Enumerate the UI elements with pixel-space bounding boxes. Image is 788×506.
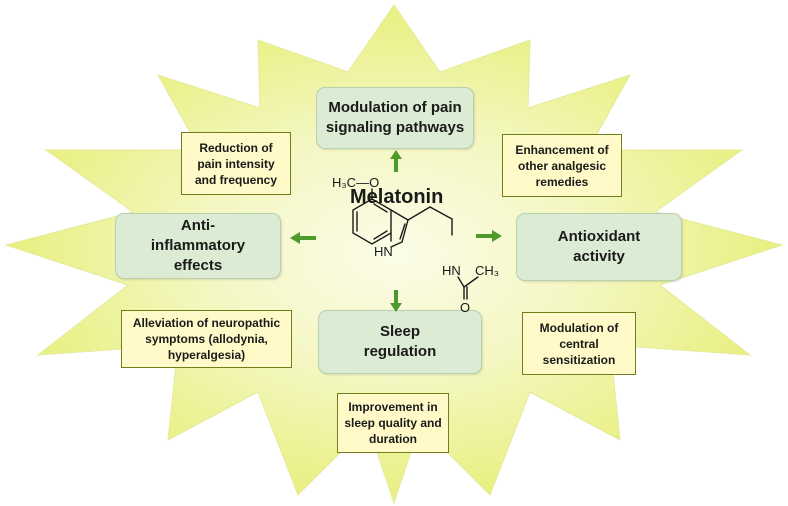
outcome-neuropathic: Alleviation of neuropathic symptoms (all… <box>121 310 292 368</box>
arrow-left-icon <box>290 232 316 244</box>
outcome-central-sensitization: Modulation of central sensitization <box>522 312 636 375</box>
amide-nh-label: HN <box>442 263 461 278</box>
oxygen-label: O <box>460 300 470 315</box>
effect-anti-inflammatory: Anti-inflammatory effects <box>115 213 281 279</box>
ring-nh-label: HN <box>374 244 393 259</box>
outcome-analgesic: Enhancement of other analgesic remedies <box>502 134 622 197</box>
outcome-pain-intensity: Reduction of pain intensity and frequenc… <box>181 132 291 195</box>
methoxy-label: H₃C—O <box>332 175 379 190</box>
melatonin-structure: H₃C—O HN HN CH₃ O <box>332 175 499 315</box>
arrow-down-icon <box>390 290 402 312</box>
methyl-label: CH₃ <box>475 263 499 278</box>
effect-sleep-regulation: Sleep regulation <box>318 310 482 374</box>
effect-antioxidant: Antioxidant activity <box>516 213 682 281</box>
arrow-right-icon <box>476 230 502 242</box>
center-title: Melatonin <box>350 186 444 208</box>
effect-pain-signaling: Modulation of pain signaling pathways <box>316 87 474 149</box>
arrow-up-icon <box>390 150 402 172</box>
starburst-shape <box>4 4 784 505</box>
outcome-sleep-quality: Improvement in sleep quality and duratio… <box>337 393 449 453</box>
